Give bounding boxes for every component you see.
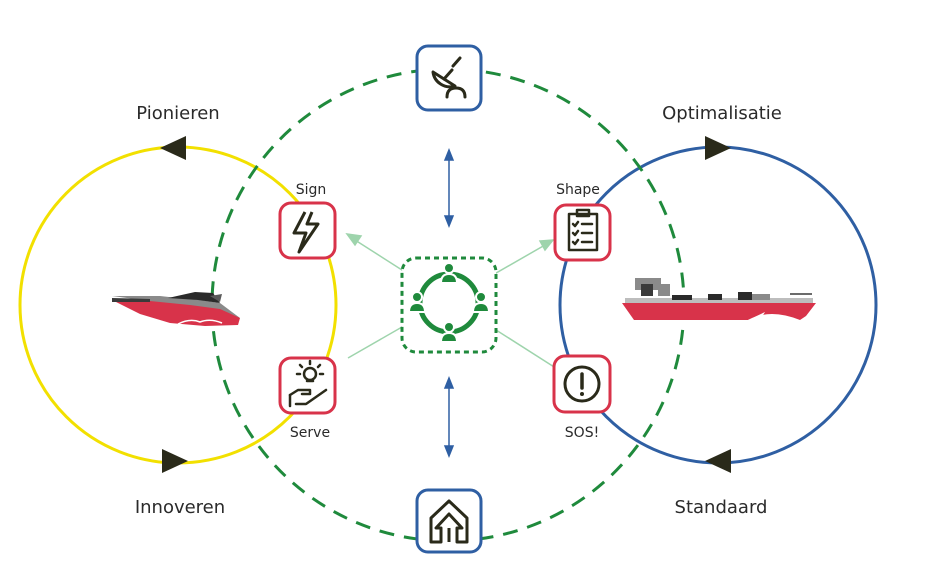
right-top-cycle-arrow [705,136,731,160]
vertical-arrow-top [443,147,455,229]
label-innoveren: Innoveren [135,497,225,518]
lightbulb-hand-icon [288,359,328,408]
house-arrow-up-icon [429,499,469,544]
label-shape: Shape [556,182,600,198]
vertical-arrow-bottom [443,375,455,459]
label-serve: Serve [290,425,330,441]
clipboard-checklist-icon [567,208,599,252]
left-top-cycle-arrow [160,136,186,160]
label-sos: SOS! [565,425,599,441]
label-pionieren: Pionieren [136,103,219,124]
satellite-dish-icon [431,56,467,99]
left-bottom-cycle-arrow [162,449,188,473]
label-sign: Sign [296,182,327,198]
bottom-box [415,488,483,554]
exclamation-circle-icon [563,365,601,403]
cargo-ship-icon [622,278,816,320]
center-box [400,256,498,354]
shape-box [553,203,612,262]
lightning-icon [292,211,320,254]
serve-box [278,356,337,415]
label-standaard: Standaard [675,497,768,518]
team-circle-icon [407,262,491,343]
sign-box [278,201,337,260]
label-optimalisatie: Optimalisatie [662,103,782,124]
right-bottom-cycle-arrow [705,449,731,473]
speedboat-icon [112,292,240,326]
top-box [415,44,483,112]
sos-box [552,354,612,414]
